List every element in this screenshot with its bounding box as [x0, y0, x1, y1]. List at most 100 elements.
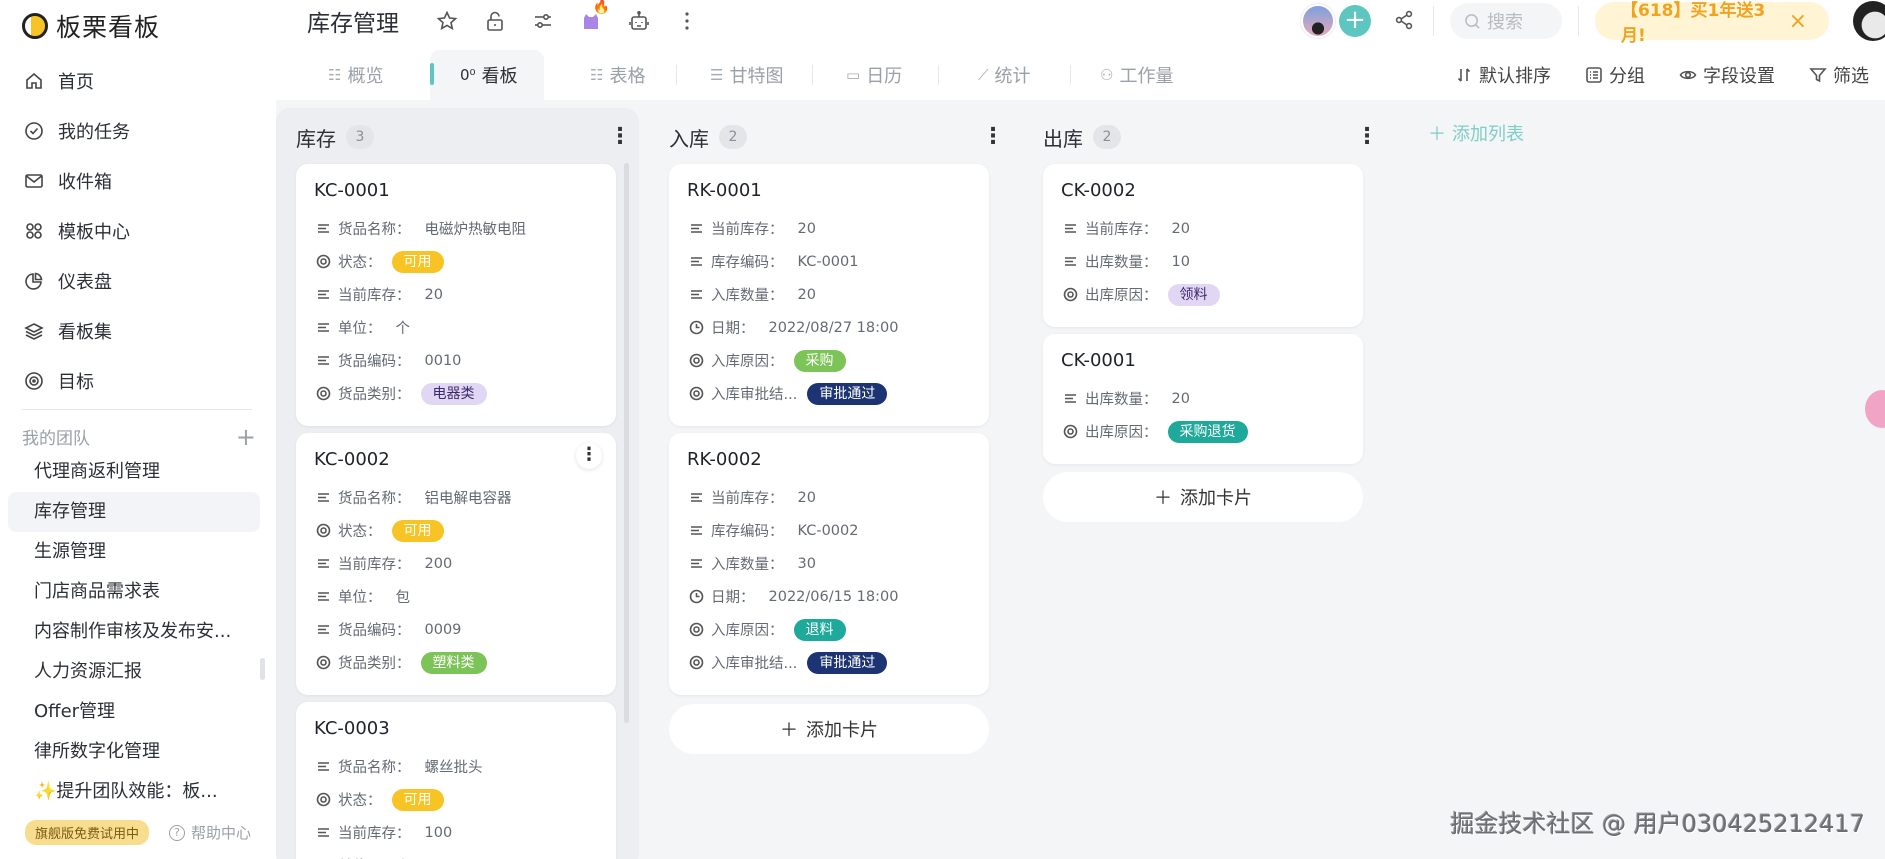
tab-label: 概览	[347, 66, 384, 87]
nav-item-templates[interactable]: 模板中心	[0, 206, 276, 256]
tab-calendar[interactable]: ▭ 日历	[846, 50, 902, 100]
select-field-icon	[1061, 287, 1079, 302]
text-field-icon	[314, 825, 332, 840]
tab-overview[interactable]: ☷ 概览	[328, 50, 383, 100]
column-count-badge: 2	[719, 125, 747, 149]
select-field-icon	[687, 622, 705, 637]
team-board-item[interactable]: 门店商品需求表	[34, 581, 160, 602]
more-button[interactable]	[674, 8, 700, 34]
settings-sliders-button[interactable]	[530, 8, 556, 34]
tab-statistics[interactable]: ⟋ 统计	[978, 50, 1031, 100]
kanban-card[interactable]: KC-0003 货品名称：螺丝批头 状态：可用 当前库存：100 单位：个	[296, 702, 616, 859]
team-board-item[interactable]: ✨提升团队效能：板...	[34, 781, 218, 802]
add-member-button[interactable]: +	[1339, 5, 1371, 37]
floating-assistant-button[interactable]	[1865, 390, 1885, 428]
nav-label: 仪表盘	[58, 272, 112, 293]
column-more-button[interactable]: ⋮	[609, 124, 631, 149]
filter-button[interactable]: 筛选	[1809, 62, 1869, 88]
plus-icon: ＋	[1154, 488, 1172, 509]
team-board-item[interactable]: Offer管理	[34, 701, 116, 722]
card-field: 当前库存：100	[314, 816, 598, 849]
add-team-button[interactable]: +	[235, 422, 256, 451]
nav-item-goals[interactable]: 目标	[0, 356, 276, 406]
card-more-button[interactable]: ⋮	[576, 443, 602, 469]
card-field: 库存编码：KC-0002	[687, 514, 971, 547]
reason-tag: 采购退货	[1167, 420, 1248, 443]
team-board-item[interactable]: 代理商返利管理	[34, 461, 160, 482]
logo[interactable]: 板栗看板	[22, 6, 160, 46]
nav-item-inbox[interactable]: 收件箱	[0, 156, 276, 206]
column-scrollbar[interactable]	[624, 163, 629, 723]
unlock-icon	[487, 11, 503, 31]
column-more-button[interactable]: ⋮	[1356, 124, 1378, 149]
nav-item-board-collection[interactable]: 看板集	[0, 306, 276, 356]
promo-text: 【618】买1年送3月!	[1621, 1, 1766, 46]
field-settings-button[interactable]: 字段设置	[1679, 62, 1775, 88]
kanban-card[interactable]: CK-0002 当前库存：20 出库数量：10 出库原因：领料	[1043, 164, 1363, 327]
lock-button[interactable]	[482, 8, 508, 34]
group-button[interactable]: 分组	[1585, 62, 1645, 88]
kanban-card[interactable]: RK-0001 当前库存：20 库存编码：KC-0001 入库数量：20 日期：…	[669, 164, 989, 426]
text-field-icon	[314, 556, 332, 571]
tab-label: 统计	[994, 66, 1031, 87]
column-more-button[interactable]: ⋮	[982, 124, 1004, 149]
column-title[interactable]: 库存	[296, 126, 336, 151]
close-icon[interactable]: ×	[1788, 8, 1807, 34]
field-settings-label: 字段设置	[1703, 66, 1775, 87]
nav-item-dashboard[interactable]: 仪表盘	[0, 256, 276, 306]
tab-label: 日历	[866, 66, 903, 87]
member-avatar[interactable]	[1301, 4, 1335, 38]
robot-button[interactable]	[626, 8, 652, 34]
add-card-button[interactable]: ＋ 添加卡片	[1043, 472, 1363, 522]
kanban-card[interactable]: RK-0002 当前库存：20 库存编码：KC-0002 入库数量：30 日期：…	[669, 433, 989, 695]
kanban-card[interactable]: ⋮ KC-0002 货品名称：铝电解电容器 状态：可用 当前库存：200 单位：…	[296, 433, 616, 695]
nav-item-my-tasks[interactable]: 我的任务	[0, 106, 276, 156]
share-button[interactable]	[1393, 9, 1417, 33]
text-field-icon	[687, 523, 705, 538]
kanban-card[interactable]: CK-0001 出库数量：20 出库原因：采购退货	[1043, 334, 1363, 464]
mascot-hot-button[interactable]: 🔥	[578, 0, 610, 34]
promo-banner[interactable]: 【618】买1年送3月! ×	[1595, 1, 1829, 46]
nav-label: 首页	[58, 72, 94, 93]
select-field-icon	[314, 792, 332, 807]
tab-kanban[interactable]: 0⁰ 看板	[430, 50, 544, 100]
team-board-item[interactable]: 律所数字化管理	[34, 741, 160, 762]
user-avatar[interactable]	[1853, 1, 1885, 41]
add-card-button[interactable]: ＋ 添加卡片	[669, 704, 989, 754]
kanban-icon: 0⁰	[460, 66, 476, 84]
filter-label: 筛选	[1833, 66, 1869, 87]
sort-button[interactable]: 默认排序	[1455, 62, 1551, 88]
card-field: 入库数量：30	[687, 547, 971, 580]
text-field-icon	[687, 556, 705, 571]
add-list-button[interactable]: ＋ 添加列表	[1428, 120, 1524, 146]
sidebar-scrollbar[interactable]	[260, 658, 265, 680]
board-title[interactable]: 库存管理	[307, 11, 399, 37]
card-field: 日期：2022/08/27 18:00	[687, 311, 971, 344]
tab-workload[interactable]: ⚇ 工作量	[1100, 50, 1173, 100]
text-field-icon	[687, 287, 705, 302]
trial-badge[interactable]: 旗舰版免费试用中	[25, 820, 150, 845]
text-field-icon	[314, 320, 332, 335]
text-field-icon	[314, 287, 332, 302]
column-title[interactable]: 出库	[1043, 126, 1083, 151]
card-field: 出库数量：10	[1061, 245, 1345, 278]
team-board-item[interactable]: 内容制作审核及发布安...	[34, 621, 232, 642]
star-button[interactable]	[434, 8, 460, 34]
group-icon	[1586, 67, 1602, 83]
kanban-card[interactable]: KC-0001 货品名称：电磁炉热敏电阻 状态：可用 当前库存：20 单位：个 …	[296, 164, 616, 426]
help-center-link[interactable]: ? 帮助中心	[169, 822, 251, 843]
watermark: 掘金技术社区 @ 用户030425212417	[1450, 810, 1866, 838]
nav-item-home[interactable]: 首页	[0, 56, 276, 106]
tab-table[interactable]: ☷ 表格	[590, 50, 645, 100]
search-placeholder: 搜索	[1487, 12, 1523, 33]
tab-gantt[interactable]: ☰ 甘特图	[710, 50, 783, 100]
column-title[interactable]: 入库	[669, 126, 709, 151]
fire-icon: 🔥	[592, 0, 610, 15]
text-field-icon	[687, 490, 705, 505]
card-title: KC-0002	[314, 449, 390, 470]
team-board-item[interactable]: 生源管理	[34, 541, 106, 562]
search-input[interactable]: 搜索	[1450, 3, 1562, 39]
team-board-item-active[interactable]: 库存管理	[8, 492, 260, 532]
topbar-separator	[1433, 6, 1434, 36]
team-board-item[interactable]: 人力资源汇报	[34, 661, 142, 682]
